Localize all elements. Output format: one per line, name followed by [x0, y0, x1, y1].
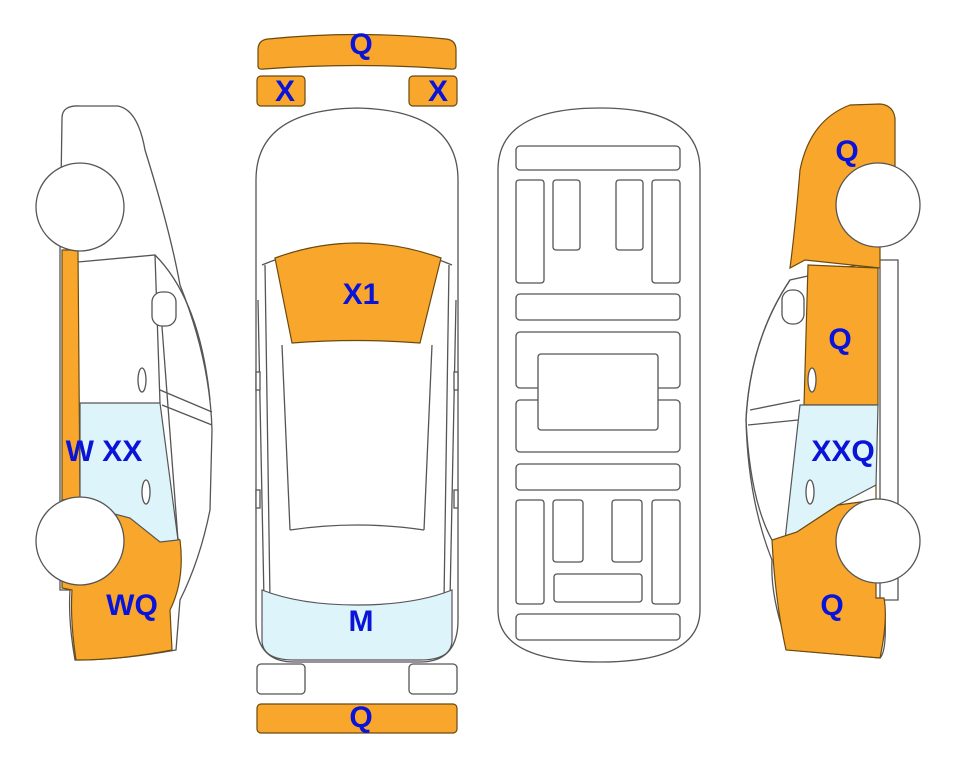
label-windshield: X1	[343, 278, 380, 311]
right-side-car	[745, 103, 921, 659]
right-front-wheel	[835, 162, 921, 248]
rear-window[interactable]	[261, 589, 453, 661]
front-bumper[interactable]	[257, 33, 457, 70]
taillight-right[interactable]	[408, 663, 458, 695]
headlight-left[interactable]	[256, 75, 306, 107]
label-right-rear-quarter: Q	[820, 589, 843, 622]
underbody-view	[497, 107, 701, 663]
taillight-left[interactable]	[256, 663, 306, 695]
rear-bumper[interactable]	[256, 703, 458, 734]
label-left-door-window: W XX	[66, 435, 143, 468]
top-view-car	[255, 107, 459, 663]
label-front-bumper: Q	[349, 28, 372, 61]
label-headlight-left: X	[275, 75, 295, 108]
label-left-rear-quarter: WQ	[106, 589, 158, 622]
left-rear-wheel	[35, 496, 125, 586]
label-rear-bumper: Q	[349, 701, 372, 734]
label-right-front-door: Q	[828, 323, 851, 356]
headlight-right[interactable]	[408, 75, 458, 107]
left-front-wheel	[35, 162, 125, 252]
windshield[interactable]	[274, 242, 442, 344]
label-rear-window: M	[349, 605, 374, 638]
label-right-rear-window: XXQ	[811, 435, 874, 468]
label-right-front-fender: Q	[835, 135, 858, 168]
label-headlight-right: X	[428, 75, 448, 108]
right-rear-wheel	[835, 498, 921, 584]
left-side-car	[35, 105, 213, 661]
